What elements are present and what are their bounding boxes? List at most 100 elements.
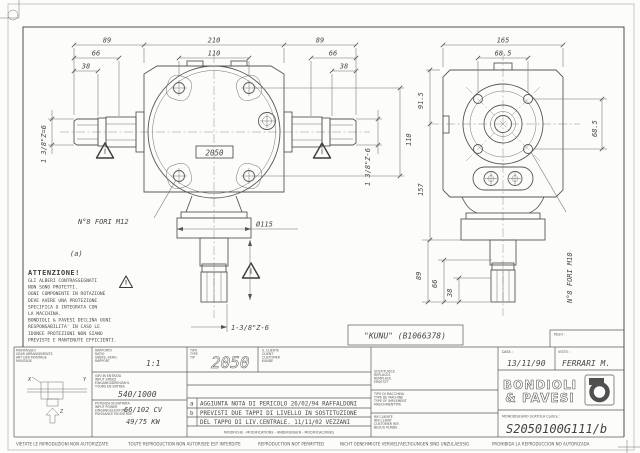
- model-label: "KUNU" (B1066378): [347, 324, 464, 346]
- dim-68-5-top: 68.5: [495, 50, 512, 58]
- macchina-label: MASCHINENTYPE: [374, 403, 401, 407]
- rif-label: CUSTOMER REF.: [374, 422, 400, 426]
- macchina-label: TIPO DI MACCHINA: [373, 392, 405, 396]
- axis-z-label: Z: [59, 409, 64, 415]
- rif-label: BEZUG KUNDE: [374, 426, 397, 430]
- giri-value: 540/1000: [118, 390, 157, 399]
- logo-line-1: BONDIOLI: [503, 378, 577, 392]
- revision-footer: MODIFICHE - MODIFICATIONS - ANDERUNGEN -…: [224, 431, 334, 435]
- dim-bottom-spline: 1-3/8"Z-6: [231, 324, 269, 332]
- logo-line-2: & PAVESI: [505, 391, 574, 405]
- dim-flange-dia: Ø115: [256, 221, 273, 229]
- footer-notice: NICHT GENEHMIGTE VERVIELFAELTIGUNGEN SIN…: [340, 442, 469, 447]
- revision-b-marker: b: [190, 411, 194, 417]
- potenza-value-cv: 66/102 CV: [124, 406, 163, 414]
- oil-level-plugs: [472, 166, 534, 191]
- montaggio-label: MONTAGGIO: [16, 349, 36, 353]
- codice-label: MONODISEGNO SCATOLA Codice :: [502, 415, 560, 419]
- giri-label: INPUT SPEED: [95, 378, 117, 382]
- cell-montaggio: MONTAGGIO GEAR ARRANGEMENTS ART DER MONT…: [16, 349, 87, 424]
- side-holes-note: N°8 FORI M10: [566, 252, 574, 304]
- warning-triangle-icon: [95, 142, 115, 159]
- sostituisce-label: REMPLACE: [374, 377, 391, 381]
- front-holes-note: N°8 FORI M12: [77, 218, 129, 226]
- warning-line: OGNI COMPONENTE IN ROTAZIONE: [28, 291, 106, 297]
- dim-right-110: 110: [405, 133, 413, 146]
- side-housing: [442, 69, 564, 198]
- tipo-label: TYPE: [189, 352, 198, 356]
- warning-triangle-icon: [241, 262, 261, 279]
- cliente-label: CUSTOMER: [262, 356, 281, 360]
- potenza-value-kw: 49/75 KW: [126, 418, 161, 426]
- footer-notice: PROHIBIDA LA REPRODUCCION NO AUTORIZADA: [492, 442, 590, 447]
- logo-mark-icon: [584, 374, 615, 406]
- cell-giri: GIRI IN ENTRATA INPUT SPEED EINGANGSDREH…: [94, 374, 157, 399]
- dim-66: 66: [431, 280, 439, 288]
- cell-macchina: TIPO DI MACCHINA TYPE DE MACHINE TYPE OF…: [373, 392, 407, 407]
- warning-note: (a) ATTENZIONE! GLI ALBERI CONTRASSEGNAT…: [28, 250, 134, 343]
- warning-line: GLI ALBERI CONTRASSEGNATI: [28, 278, 97, 284]
- registration-circle-icon: [7, 9, 19, 21]
- cell-cliente: IL CLIENTE CLIENT CUSTOMER KUNDE: [262, 349, 281, 364]
- warning-triangle-icon: [118, 275, 134, 289]
- cell-codice: MONODISEGNO SCATOLA Codice : S2050100G11…: [502, 415, 607, 437]
- dim-89: 89: [415, 272, 423, 280]
- data-value: 13/11/90: [507, 359, 546, 368]
- dim-165: 165: [497, 37, 510, 45]
- sostituisce-label: REPLACES: [374, 373, 390, 377]
- giri-label: GIRI IN ENTRATA: [95, 374, 122, 378]
- warning-line: LA MACCHINA.: [28, 311, 61, 317]
- left-shaft: [73, 111, 145, 153]
- warning-triangle-icon: [312, 142, 332, 159]
- revision-a-text: AGGIUNTA NOTA DI PERICOLO 26/02/94 RAFFA…: [200, 402, 357, 408]
- footer-strip: VIETATE LE RIPRODUZIONI NON AUTORIZZATE …: [16, 442, 590, 447]
- dim-66-right: 66: [329, 50, 337, 58]
- cell-rif-cliente: RIF.CLIENTE REF.CLIENT CUSTOMER REF. BEZ…: [374, 415, 400, 430]
- front-view-dimensions: 89 210 89 66 110 66 38 38 1 3/8"Z=6 1 3/…: [40, 37, 413, 332]
- gear-arrangement-diagram: X Y Z: [27, 376, 87, 424]
- warning-line: IDONEE PROTEZIONI NON SIANO: [28, 331, 103, 337]
- right-shaft: [283, 111, 357, 153]
- tipo-label: TIP: [189, 356, 195, 360]
- dim-right-spline: 1 3/8"Z-6: [364, 148, 372, 186]
- warning-line: NON SONO PROTETTI.: [28, 285, 78, 291]
- data-label: DATA :: [502, 350, 513, 354]
- cliente-label: KUNDE: [262, 359, 273, 363]
- rif-label: RIF.CLIENTE: [374, 415, 393, 419]
- warning-line: BONDIOLI & PAVESI DECLINA OGNI: [28, 318, 111, 324]
- montaggio-label: GEAR ARRANGEMENTS: [16, 352, 53, 356]
- potenza-label: POTENZA IN ENTRATA: [95, 402, 131, 406]
- type-plate-label: 2050: [205, 149, 224, 158]
- dim-68-5-right: 68.5: [591, 120, 599, 137]
- footer-notice: VIETATE LE RIPRODUZIONI NON AUTORIZZATE: [16, 442, 109, 447]
- type-plate: [195, 145, 234, 159]
- cell-potenza: POTENZA IN ENTRATA INPUT POWER EINGANGSL…: [95, 402, 163, 427]
- axis-y-label: Y: [83, 377, 87, 383]
- rapporto-label: RAPPORTO: [95, 349, 113, 353]
- sostituisce-label: ERSETZT: [374, 380, 388, 384]
- dim-89-right: 89: [316, 37, 324, 45]
- potenza-label: PUISSANCE EN ENTREE: [95, 412, 132, 416]
- macchina-label: TYPE OF IMPLEMENT: [373, 399, 407, 403]
- side-view-dimensions: 165 68.5 91.5 157 89 66 38 68.5 N°8 FORI…: [415, 37, 607, 305]
- rapporto-value: 1:1: [146, 359, 160, 368]
- cell-data: DATA : 13/11/90: [502, 350, 546, 368]
- side-bottom-shaft: [460, 196, 546, 303]
- montaggio-label: ART DER MONTAGE: [16, 356, 47, 360]
- dim-157: 157: [417, 183, 425, 196]
- input-arrow-icon: [45, 407, 60, 424]
- footer-notice: TOUTE REPRODUCTION NON AUTORISEE EST INT…: [127, 442, 241, 447]
- tipo-label: TIPO: [189, 349, 198, 353]
- cell-sostituisce: SOSTITUISCE REPLACES REMPLACE ERSETZT: [374, 370, 395, 385]
- gearbox-housing: [143, 65, 285, 193]
- sostituisce-label: SOSTITUISCE: [374, 370, 395, 374]
- tipo-value: 2050: [211, 353, 250, 372]
- dim-91-5: 91.5: [417, 92, 425, 109]
- visto-value: FERRARI M.: [562, 359, 610, 368]
- cell-rapporto: RAPPORTO RATIO UBERS.-VERH. RAPPORT 1:1: [95, 349, 160, 369]
- warning-line: RESPONSABILITA' IN CASO LE: [28, 324, 100, 330]
- giri-label: TOURS EN ENTREE: [94, 385, 125, 389]
- potenza-label: INPUT POWER: [95, 405, 118, 409]
- rapporto-label: UBERS.-VERH.: [95, 356, 118, 360]
